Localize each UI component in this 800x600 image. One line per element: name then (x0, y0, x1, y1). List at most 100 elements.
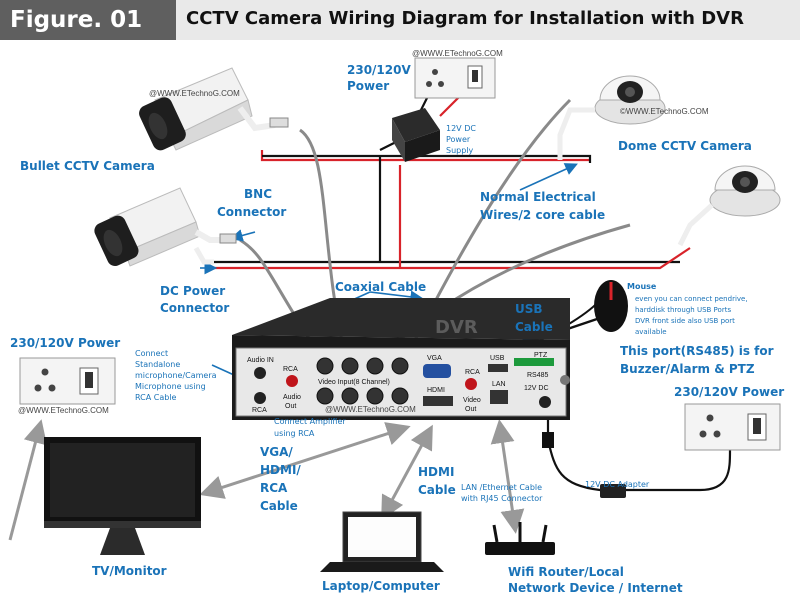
rs485-note-1: This port(RS485) is for (620, 344, 774, 358)
audio-out-rca-label: RCA (283, 366, 298, 373)
laptop (320, 511, 444, 572)
dc-port[interactable] (539, 396, 551, 408)
psu-label-1: 12V DC (446, 124, 476, 133)
video-input-port[interactable] (366, 387, 384, 405)
rs485-note-2: Buzzer/Alarm & PTZ (620, 362, 755, 376)
adapter-label: 12V DC Adapter (585, 480, 650, 489)
header-bar: Figure. 01 CCTV Camera Wiring Diagram fo… (0, 0, 800, 40)
audio-out-label-2: Out (285, 403, 296, 410)
audio-in-label: Audio IN (247, 357, 274, 364)
power-top-label-1: 230/120V (347, 63, 411, 77)
ptz-terminal[interactable] (514, 358, 554, 366)
audio-in-port[interactable] (254, 367, 266, 379)
mic-note-3: microphone/Camera (135, 371, 217, 380)
dome-camera-bottom (677, 165, 781, 247)
video-input-port[interactable] (391, 387, 409, 405)
mouse-note-1: even you can connect pendrive, (635, 295, 748, 303)
watermark: @WWW.ETechnoG.COM (412, 49, 503, 58)
coaxial-label: Coaxial Cable (335, 280, 426, 294)
audio-out-label-1: Audio (283, 394, 301, 401)
mouse[interactable] (594, 280, 628, 332)
normal-wires-label-2: Wires/2 core cable (480, 208, 605, 222)
usb-label: USB (490, 355, 505, 362)
video-input-ports (316, 357, 409, 405)
lan-cable-label-2: with RJ45 Connector (461, 494, 543, 503)
psu-label-3: Supply (446, 146, 474, 155)
mic-note-4: Microphone using (135, 382, 206, 391)
ptz-label: PTZ (534, 352, 548, 359)
audio-out-port[interactable] (286, 375, 298, 387)
dc-connector-label-2: Connector (160, 301, 229, 315)
figure-tag: Figure. 01 (0, 0, 176, 40)
lan-cable-label-1: LAN /Ethernet Cable (461, 483, 542, 492)
rca-in-port[interactable] (254, 392, 266, 404)
hdmi-label: HDMI (427, 387, 445, 394)
power-left-label: 230/120V Power (10, 336, 120, 350)
vga-cable-label-2: HDMI/ (260, 463, 301, 477)
usb-cable-label-1: USB (515, 302, 543, 316)
watermark: @WWW.ETechnoG.COM (149, 89, 240, 98)
router-label-1: Wifi Router/Local (508, 565, 624, 579)
ground-screw (560, 375, 570, 385)
lan-label: LAN (492, 381, 506, 388)
vga-cable-label-1: VGA/ (260, 445, 293, 459)
connection-arrows (8, 419, 525, 541)
video-out-rca-label: RCA (465, 369, 480, 376)
video-out-port[interactable] (465, 378, 477, 390)
hdmi-cable-label-1: HDMI (418, 465, 454, 479)
mouse-note-2: harddisk through USB Ports (635, 306, 731, 314)
wall-socket-top (414, 57, 496, 99)
mouse-label: Mouse (627, 282, 657, 291)
video-input-port[interactable] (366, 357, 384, 375)
video-input-port[interactable] (391, 357, 409, 375)
mic-note-2: Standalone (135, 360, 180, 369)
usb-cable-label-2: Cable (515, 320, 553, 334)
video-input-port[interactable] (316, 357, 334, 375)
vga-port[interactable] (423, 364, 451, 378)
amp-note-1: Connect Amplifier (274, 417, 346, 426)
mic-note-1: Connect (135, 349, 168, 358)
adapter-cable (546, 410, 732, 492)
video-input-label: Video Input(8 Channel) (318, 379, 390, 386)
tv-monitor (44, 437, 201, 555)
usb-port[interactable] (488, 364, 508, 372)
power-top-label-2: Power (347, 79, 389, 93)
watermark: ©WWW.ETechnoG.COM (620, 107, 709, 116)
video-out-label-1: Video (463, 397, 481, 404)
mic-note-5: RCA Cable (135, 393, 177, 402)
bullet-camera-label: Bullet CCTV Camera (20, 159, 155, 173)
watermark: @WWW.ETechnoG.COM (325, 405, 416, 414)
power-right-label: 230/120V Power (674, 385, 784, 399)
wifi-router (485, 522, 555, 555)
amp-note-2: using RCA (274, 429, 315, 438)
power-supply-box (392, 108, 440, 162)
lan-port[interactable] (490, 390, 508, 404)
bullet-camera-bottom (94, 187, 237, 267)
laptop-label: Laptop/Computer (322, 579, 440, 593)
wall-socket-left (19, 357, 116, 405)
dvr-name: DVR (435, 317, 478, 338)
rs485-label: RS485 (527, 372, 549, 379)
rca-in-label: RCA (252, 407, 267, 414)
video-input-port[interactable] (316, 387, 334, 405)
video-input-port[interactable] (341, 387, 359, 405)
hdmi-cable-label-2: Cable (418, 483, 456, 497)
bnc-label-2: Connector (217, 205, 286, 219)
mouse-note-4: available (635, 328, 667, 336)
hdmi-port[interactable] (423, 396, 453, 406)
vga-label: VGA (427, 355, 442, 362)
video-out-label-2: Out (465, 406, 476, 413)
dc-connector-label-1: DC Power (160, 284, 225, 298)
power-wires (214, 78, 691, 270)
video-input-port[interactable] (341, 357, 359, 375)
watermark: @WWW.ETechnoG.COM (18, 406, 109, 415)
mouse-note-3: DVR front side also USB port (635, 317, 735, 325)
bnc-label-1: BNC (244, 187, 272, 201)
dome-camera-label: Dome CCTV Camera (618, 139, 752, 153)
vga-cable-label-3: RCA (260, 481, 288, 495)
wiring-diagram: DVR Audio IN RCA RCA Audio Out Video Inp… (8, 49, 784, 595)
dc-plug (542, 432, 554, 448)
router-label-2: Network Device / Internet (508, 581, 683, 595)
dc-label: 12V DC (524, 385, 549, 392)
dvr-box: DVR Audio IN RCA RCA Audio Out Video Inp… (232, 298, 570, 420)
